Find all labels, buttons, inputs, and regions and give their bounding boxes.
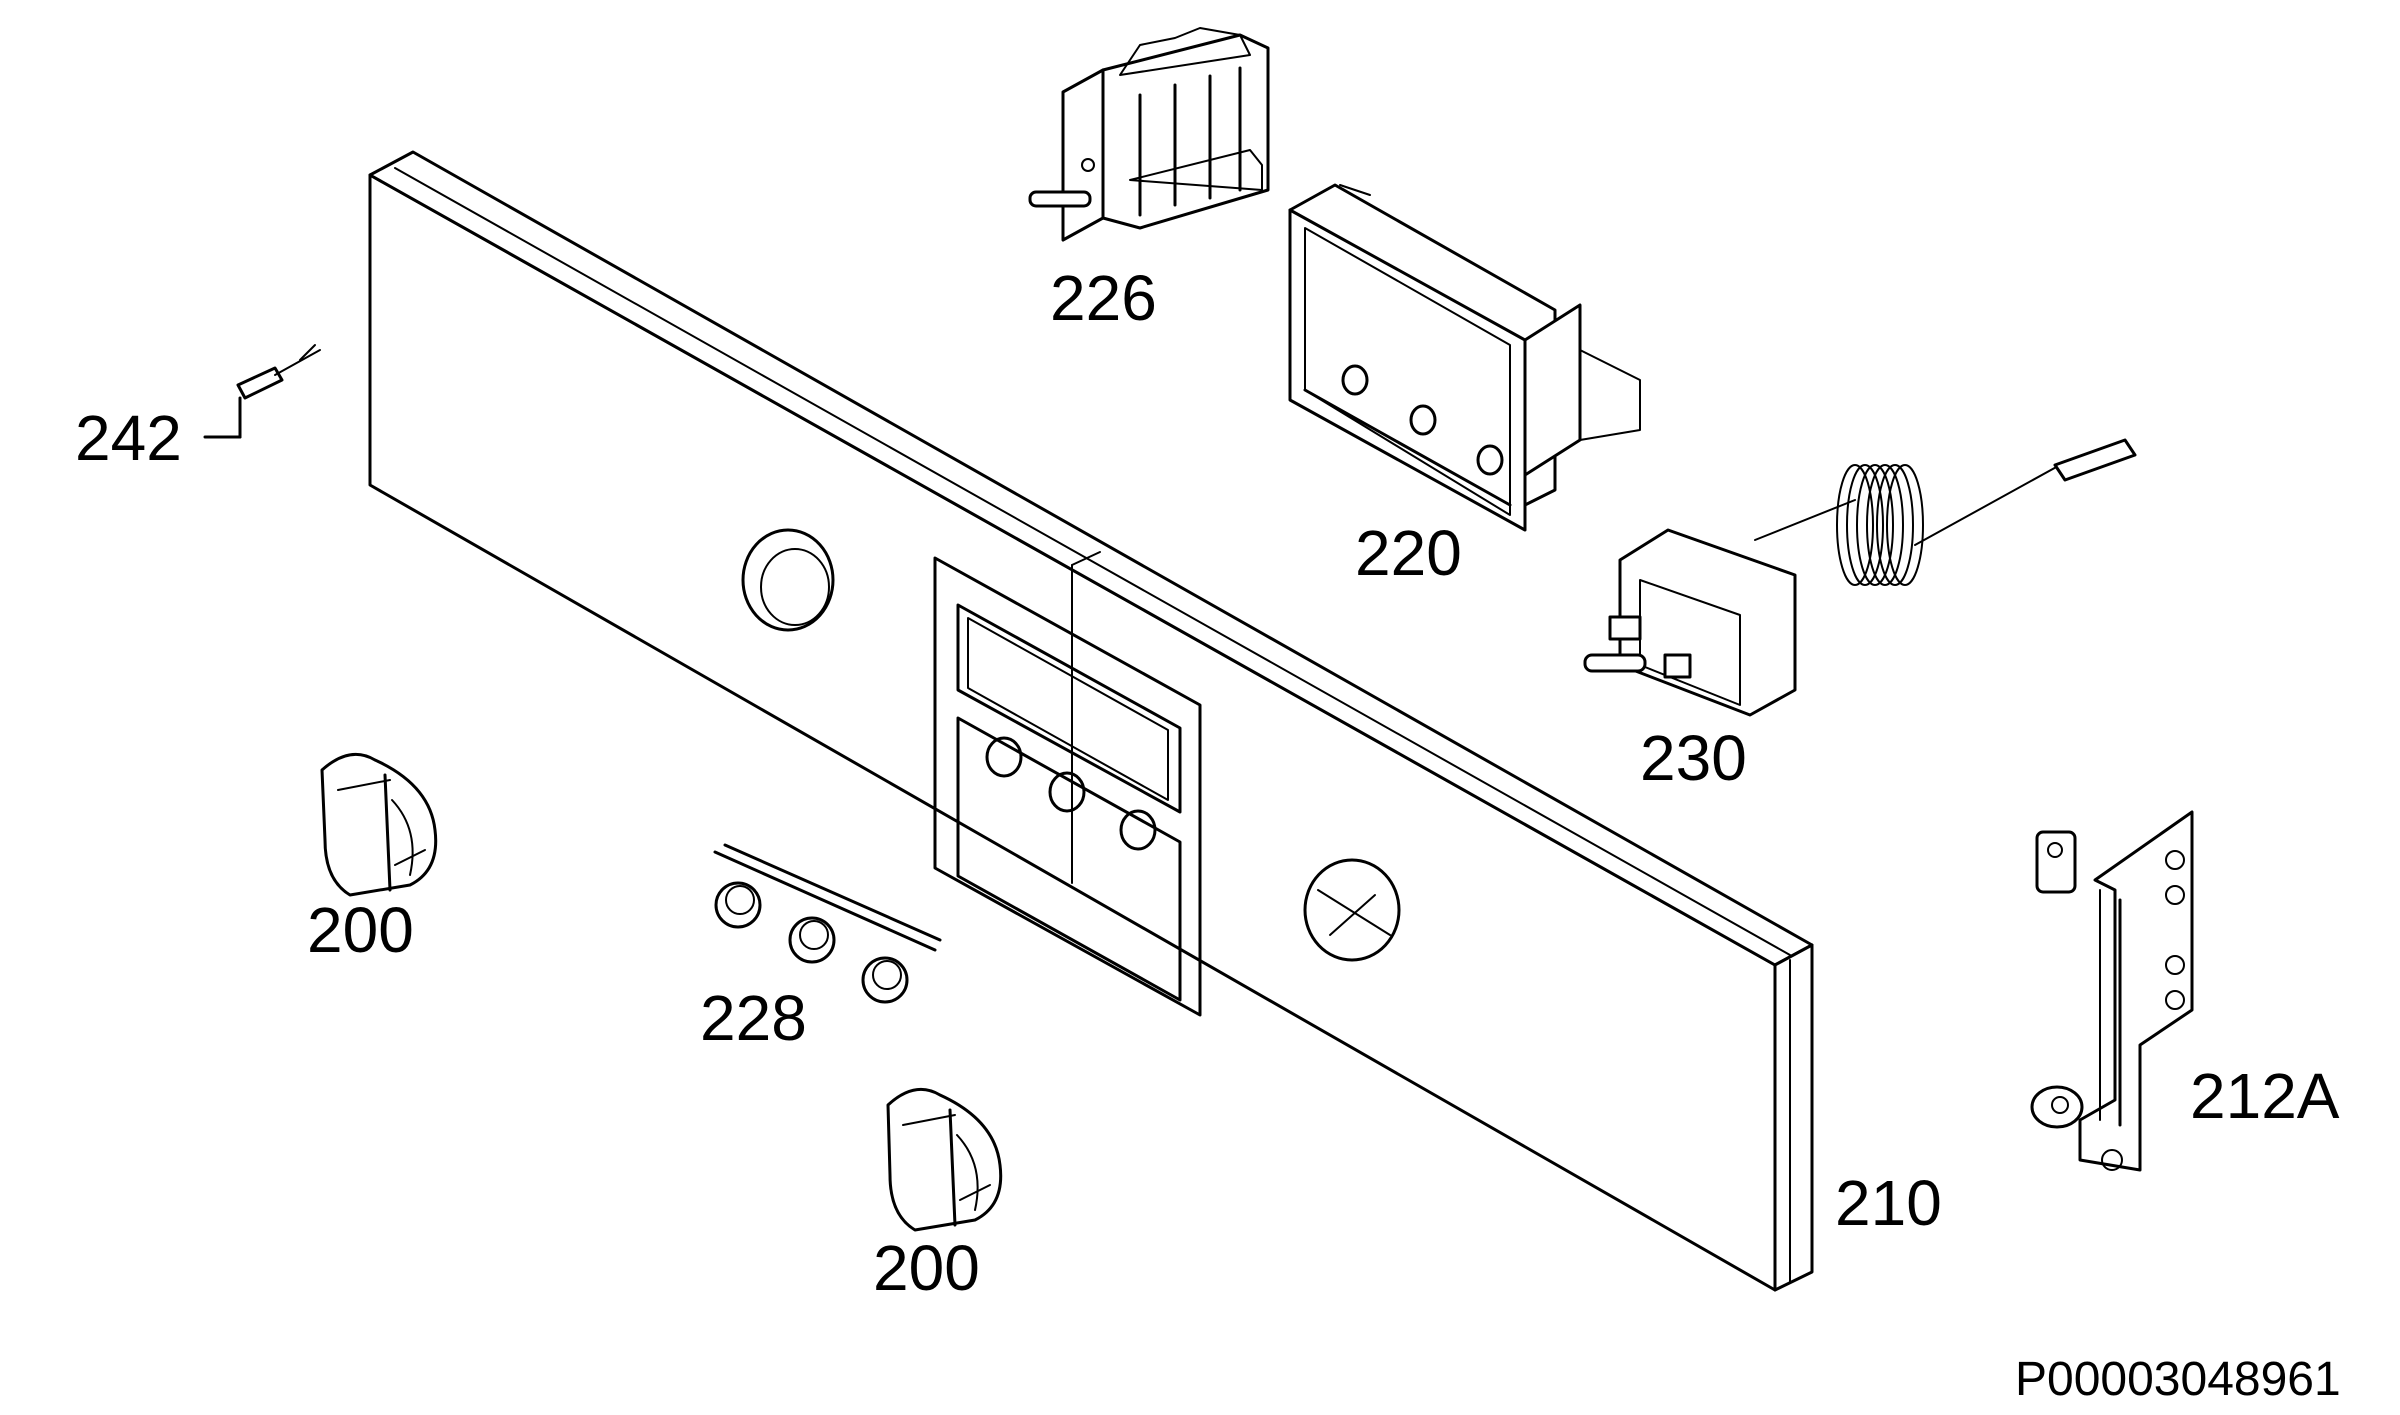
push-buttons-228[interactable] xyxy=(713,843,942,1004)
part-label-220: 220 xyxy=(1355,517,1462,589)
lamp-holder-242[interactable] xyxy=(203,344,321,439)
knob-200-upper[interactable] xyxy=(320,752,438,897)
timer-housing-220[interactable] xyxy=(1288,183,1641,532)
document-reference: P00003048961 xyxy=(2015,1353,2341,1406)
part-label-210: 210 xyxy=(1835,1167,1942,1239)
bracket-212a[interactable] xyxy=(2030,810,2194,1172)
part-label-212a: 212A xyxy=(2190,1060,2340,1132)
display-window xyxy=(933,556,1202,1017)
thermostat-230[interactable] xyxy=(1583,438,2137,717)
knob-200-lower[interactable] xyxy=(886,1087,1003,1232)
part-label-200-upper: 200 xyxy=(307,894,414,966)
part-label-200-lower: 200 xyxy=(873,1232,980,1304)
knob-hole-right xyxy=(1303,858,1401,962)
control-panel-210[interactable] xyxy=(368,150,1814,1292)
part-label-226: 226 xyxy=(1050,262,1157,334)
switch-226[interactable] xyxy=(1028,27,1270,242)
part-label-242: 242 xyxy=(75,402,182,474)
part-label-230: 230 xyxy=(1640,722,1747,794)
part-label-228: 228 xyxy=(700,982,807,1054)
knob-hole-left xyxy=(741,528,835,632)
